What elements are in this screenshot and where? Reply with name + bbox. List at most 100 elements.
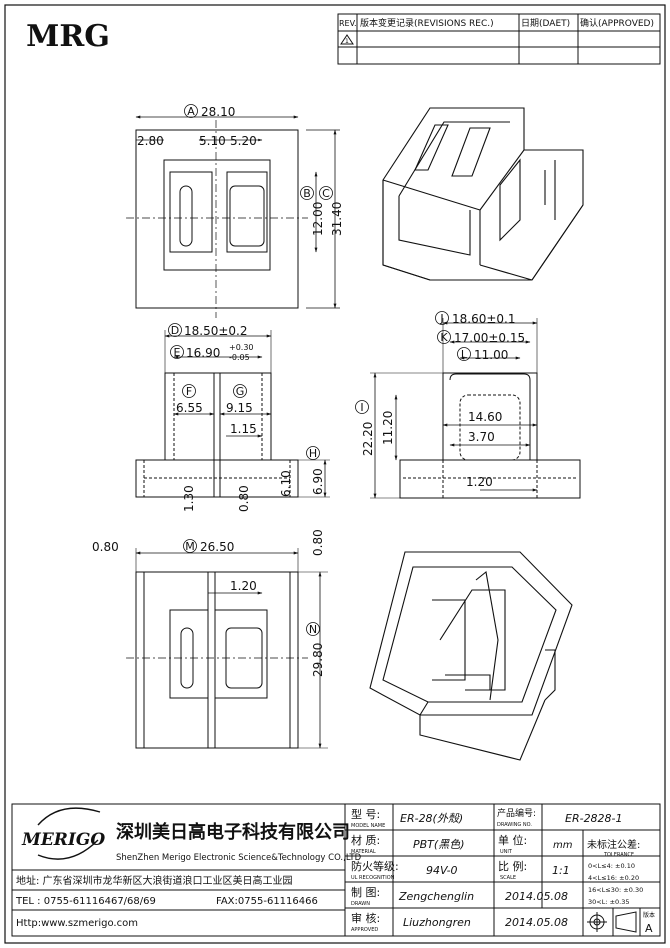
version-value: A — [645, 922, 653, 935]
drawn-label: 制 图: — [351, 886, 380, 899]
version-label: 版本 — [643, 911, 655, 919]
bottom-view-outline — [135, 571, 299, 749]
tolerance-row-3: 16<L≤30: ±0.30 — [588, 886, 643, 894]
approved-label-en: APPROVED — [351, 927, 378, 933]
material-value: PBT(黑色) — [413, 838, 464, 851]
iso-view-bottom-right — [369, 551, 573, 761]
merigo-logo: MERIGO — [21, 830, 105, 850]
model-value: ER-28(外殼) — [400, 812, 463, 825]
dim-1-15: 1.15 — [230, 422, 257, 436]
circle-f: F — [182, 384, 196, 398]
svg-text:A: A — [187, 105, 195, 118]
dim-1-30: 1.30 — [182, 485, 196, 512]
dim-11-20: 11.20 — [381, 411, 395, 445]
company-website[interactable]: Http:www.szmerigo.com — [16, 918, 138, 929]
dim-1-20-side: 1.20 — [466, 475, 493, 489]
drawing-no-label-en: DRAWING NO. — [497, 822, 532, 828]
unit-label: 单 位: — [498, 833, 527, 847]
circle-n: N — [306, 622, 320, 636]
unit-label-en: UNIT — [500, 849, 513, 855]
svg-text:E: E — [174, 346, 181, 359]
circle-e: E — [170, 345, 184, 359]
dim-14-60: 14.60 — [468, 410, 502, 424]
tolerance-row-4: 30<L: ±0.35 — [588, 898, 630, 906]
circle-h: H — [306, 446, 320, 460]
drawing-frame — [4, 4, 666, 944]
dim-0-80: 0.80 — [237, 485, 251, 512]
revision-table — [337, 13, 661, 65]
dim-g: 9.15 — [226, 401, 253, 415]
drawn-value: Zengchenglin — [398, 890, 474, 903]
dim-h: 6.90 — [311, 468, 325, 495]
company-fax: FAX:0755-61116466 — [216, 896, 318, 907]
svg-text:G: G — [236, 385, 245, 398]
model-label: 型 号: — [351, 807, 380, 821]
circle-g: G — [233, 384, 247, 398]
circle-d: D — [168, 323, 182, 337]
circle-k: K — [437, 330, 451, 344]
dim-e-tol-lower: -0.05 — [229, 353, 250, 362]
svg-text:J: J — [439, 312, 443, 325]
side-view — [370, 318, 581, 499]
circle-l: L — [457, 347, 471, 361]
title-block — [11, 803, 661, 937]
dim-n: 29.80 — [311, 643, 325, 677]
svg-text:H: H — [309, 447, 317, 460]
date-header: 日期(DAET) — [521, 18, 570, 29]
svg-text:B: B — [303, 187, 311, 200]
circle-a: A — [184, 104, 198, 118]
approved-value: Liuzhongren — [403, 916, 471, 929]
approved-label: 审 核: — [351, 911, 380, 925]
dim-bottom-right: 0.80 — [311, 529, 325, 556]
svg-text:N: N — [309, 623, 317, 636]
dim-e: 16.90 — [186, 346, 220, 360]
material-label: 材 质: — [351, 833, 380, 847]
merigo-logo-mark: MERIGO — [21, 807, 105, 860]
circle-j: J — [435, 311, 449, 325]
material-label-en: MATERIAL — [351, 849, 376, 855]
iso-view-top-right — [382, 107, 584, 281]
company-address: 地址: 广东省深圳市龙华新区大浪街道浪口工业区美日高工业园 — [16, 874, 293, 887]
dim-6-10: 6.10 — [279, 470, 293, 497]
dim-d: 18.50±0.2 — [184, 324, 248, 338]
top-view — [126, 115, 340, 318]
mrg-logo: MRG — [26, 19, 110, 54]
bottom-view — [126, 548, 328, 749]
drawn-label-en: DRAWN — [351, 901, 370, 907]
svg-text:K: K — [440, 331, 448, 344]
front-view — [135, 330, 330, 498]
scale-label: 比 例: — [498, 859, 527, 873]
flame-label: 防火等级: — [351, 859, 399, 873]
dim-top-mid2: 5.20 — [230, 134, 257, 148]
dim-j: 18.60±0.1 — [452, 312, 516, 326]
circle-m: M — [183, 539, 197, 553]
dim-c: 31.40 — [330, 202, 344, 236]
dim-k: 17.00±0.15 — [454, 331, 525, 345]
dim-top-left: 2.80 — [137, 134, 164, 148]
rev-header: REV. — [339, 19, 357, 28]
dim-i: 22.20 — [361, 422, 375, 456]
svg-text:I: I — [360, 401, 363, 414]
dim-b: 12.00 — [311, 202, 325, 236]
drawing-no-label: 产品编号: — [497, 807, 536, 819]
dim-f: 6.55 — [176, 401, 203, 415]
tolerance-row-2: 4<L≤16: ±0.20 — [588, 874, 639, 882]
approved-date: 2014.05.08 — [505, 916, 568, 929]
svg-text:L: L — [461, 348, 468, 361]
dim-3-70: 3.70 — [468, 430, 495, 444]
circle-b: B — [300, 186, 314, 200]
dim-top-mid1: 5.10 — [199, 134, 226, 148]
flame-value: 94V-0 — [426, 864, 458, 877]
dim-bottom-mid: 1.20 — [230, 579, 257, 593]
company-name-cn: 深圳美日高电子科技有限公司 — [116, 821, 350, 843]
dim-m: 26.50 — [200, 540, 234, 554]
svg-text:C: C — [322, 187, 330, 200]
unit-value: mm — [553, 840, 573, 851]
company-name-en: ShenZhen Merigo Electronic Science&Techn… — [116, 853, 362, 863]
tolerance-row-1: 0<L≤4: ±0.10 — [588, 862, 635, 870]
approved-header: 确认(APPROVED) — [580, 17, 654, 29]
circle-c: C — [319, 186, 333, 200]
tolerance-label: 未标注公差: — [587, 838, 640, 851]
drawn-date: 2014.05.08 — [505, 890, 568, 903]
